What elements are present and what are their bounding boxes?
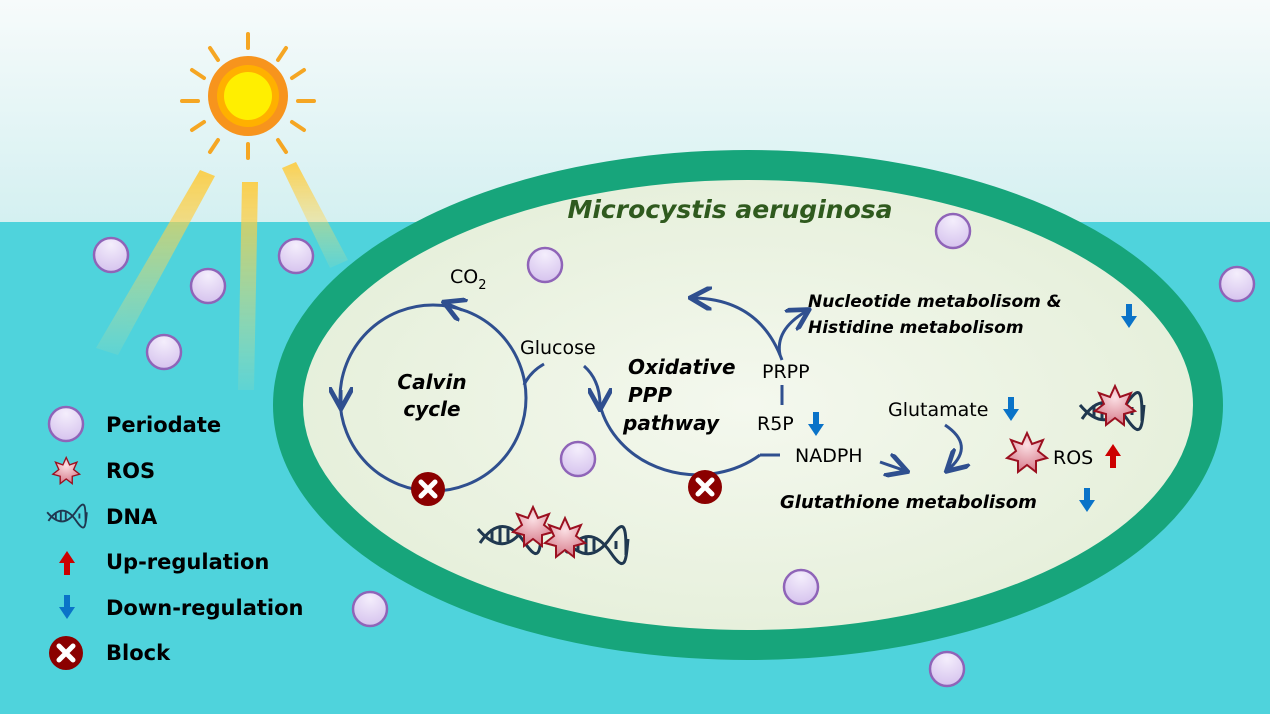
block-icon xyxy=(688,470,722,504)
cell xyxy=(273,150,1223,660)
nucleotide-label-1: Nucleotide metabolisom & xyxy=(808,292,1062,312)
ppp-label-3: pathway xyxy=(622,411,720,435)
block-icon xyxy=(49,636,83,670)
co2-label: CO2 xyxy=(450,266,487,293)
block-icon xyxy=(411,472,445,506)
nucleotide-label-2: Histidine metabolisom xyxy=(808,318,1024,338)
r5p-label: R5P xyxy=(757,413,794,435)
legend-label: Up-regulation xyxy=(106,550,269,574)
legend-label: DNA xyxy=(106,505,158,529)
legend-label: Periodate xyxy=(106,413,221,437)
calvin-label-1: Calvin xyxy=(397,370,466,394)
sun-icon xyxy=(180,32,316,160)
glutathione-label: Glutathione metabolisom xyxy=(780,492,1037,513)
legend-label: Down-regulation xyxy=(106,596,304,620)
glucose-label: Glucose xyxy=(520,337,596,359)
light-beams xyxy=(96,162,348,390)
cell-title: Microcystis aeruginosa xyxy=(567,195,892,224)
prpp-label: PRPP xyxy=(762,361,810,383)
calvin-label-2: cycle xyxy=(403,397,460,421)
ros-label: ROS xyxy=(1053,447,1093,469)
ppp-label-1: Oxidative xyxy=(628,355,736,379)
ppp-pathway xyxy=(582,298,961,475)
ppp-label-2: PPP xyxy=(628,383,672,407)
periodate-icon xyxy=(47,405,85,443)
legend-label: ROS xyxy=(106,459,155,483)
glutamate-label: Glutamate xyxy=(888,399,988,421)
legend: Periodate ROS DNA Up-regulation Down-reg… xyxy=(46,405,304,670)
legend-label: Block xyxy=(106,641,171,665)
nadph-label: NADPH xyxy=(795,445,863,467)
